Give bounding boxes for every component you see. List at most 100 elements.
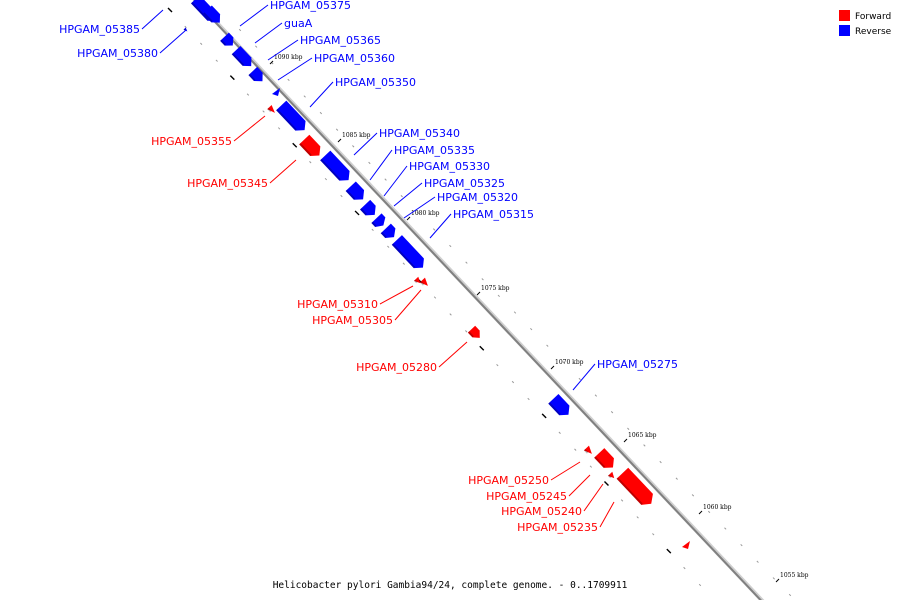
tick-mark <box>476 291 481 296</box>
gene-arrow-shade <box>267 107 272 113</box>
gene-label-hpgam-05355: HPGAM_05355 <box>151 135 232 148</box>
scale-dot-left <box>246 93 250 96</box>
gene-hpgam-05235 <box>616 467 653 505</box>
gene-hpgam-05360 <box>248 66 263 82</box>
gene-hpgam-05250 <box>583 445 592 454</box>
tick-mark <box>337 138 342 143</box>
leader-hpgam-05375 <box>239 4 269 27</box>
scale-dot-right <box>530 327 533 331</box>
scale-dot-left <box>574 448 577 451</box>
gene-hpgam-05245 <box>594 448 614 468</box>
leader-hpgam-05275 <box>572 363 596 391</box>
tick-label: 1055 kbp <box>780 572 809 579</box>
scale-dot-left <box>167 7 173 13</box>
leader-hpgam-05360 <box>277 57 313 81</box>
tick-mark <box>775 578 780 583</box>
genome-caption: Helicobacter pylori Gambia94/24, complet… <box>273 580 628 591</box>
scale-dot-left <box>652 533 655 536</box>
gene-arrow <box>391 235 424 269</box>
gene-label-hpgam-05275: HPGAM_05275 <box>597 358 678 371</box>
tick-mark <box>269 60 274 65</box>
gene-arrow-shade <box>190 1 209 21</box>
gene-hpgam-05330 <box>360 199 376 216</box>
gene-arrow <box>607 471 615 479</box>
scale-dot-left <box>603 481 609 487</box>
gene-arrow-shade <box>419 281 425 286</box>
scale-dot-right <box>368 161 371 165</box>
gene-arrow <box>267 104 275 113</box>
scale-dot-right <box>627 427 630 430</box>
scale-dot-right <box>384 178 387 181</box>
scale-dot-right <box>465 261 468 264</box>
scale-dot-left <box>354 210 360 216</box>
tick-mark <box>406 216 411 221</box>
gene-arrow-shade <box>391 243 416 269</box>
gene-label-hpgam-05360: HPGAM_05360 <box>314 52 395 65</box>
gene-label-hpgam-05305: HPGAM_05305 <box>312 314 393 327</box>
scale-dot-right <box>724 527 727 530</box>
leader-hpgam-05385 <box>141 9 164 30</box>
scale-dot-right <box>659 460 662 464</box>
tick-mark <box>698 510 703 515</box>
gene-arrow <box>276 100 306 131</box>
scale-dot-left <box>200 42 203 45</box>
scale-dot-right <box>416 211 420 214</box>
scale-dot-right <box>449 244 452 248</box>
scale-dot-left <box>449 313 452 316</box>
gene-arrow <box>371 213 386 227</box>
scale-dot-right <box>287 78 290 82</box>
gene-label-hpgam-05365: HPGAM_05365 <box>300 34 381 47</box>
scale-dot-left <box>184 25 187 29</box>
gene-label-hpgam-05335: HPGAM_05335 <box>394 144 475 157</box>
scale-dot-left <box>541 413 547 419</box>
scale-dot-left <box>511 380 515 384</box>
leader-hpgam-05335 <box>369 149 393 181</box>
scale-dot-right <box>335 128 339 131</box>
scale-dot-left <box>262 110 265 113</box>
scale-dot-right <box>303 95 306 98</box>
gene-label-hpgam-05375: HPGAM_05375 <box>270 0 351 12</box>
legend-swatch-reverse <box>839 25 850 36</box>
scale-dot-right <box>352 145 355 148</box>
leader-hpgam-05380 <box>159 29 187 54</box>
scale-dot-right <box>772 577 775 580</box>
scale-dot-left <box>292 142 298 148</box>
tick-mark <box>623 438 628 443</box>
scale-dot-left <box>215 59 218 62</box>
gene-arrow-shade <box>583 449 589 454</box>
gene-arrow-shade <box>616 477 643 505</box>
scale-dot-right <box>497 294 500 298</box>
gene-arrow-shade <box>548 402 561 416</box>
gene-arrow-shade <box>380 231 387 239</box>
gene-hpgam-05340 <box>320 150 350 181</box>
gene-hpgam-05365 <box>231 45 252 67</box>
scale-dot-right <box>756 560 759 563</box>
leader-hpgam-05330 <box>383 165 408 197</box>
scale-dot-right <box>546 344 549 347</box>
gene-hpgam-05355 <box>267 104 275 113</box>
gene-arrow <box>419 277 428 286</box>
scale-dot-right <box>400 195 403 198</box>
scale-dot-left <box>324 177 328 181</box>
gene-hpgam-05345 <box>299 134 321 156</box>
gene-hpgam-05275 <box>548 393 570 416</box>
leader-hpgam-05340 <box>353 132 378 156</box>
gene-label-guaa: guaA <box>284 17 313 30</box>
tick-label: 1085 kbp <box>342 132 371 139</box>
gene-arrow-shade <box>345 189 356 200</box>
gene-arrow <box>231 45 252 67</box>
scale-dot-right <box>238 28 242 32</box>
gene-arrow-shade <box>320 158 341 181</box>
tick-label: 1065 kbp <box>628 432 657 439</box>
gene-hpgam-05305 <box>419 277 428 286</box>
scale-dot-left <box>402 262 405 265</box>
gene-label-hpgam-05280: HPGAM_05280 <box>356 361 437 374</box>
scale-dot-left <box>589 465 593 468</box>
scale-dot-left <box>433 296 437 299</box>
gene-label-hpgam-05380: HPGAM_05380 <box>77 47 158 60</box>
scale-dot-right <box>513 311 517 314</box>
tick-label: 1060 kbp <box>703 504 732 511</box>
scale-dot-right <box>691 494 695 497</box>
gene-hpgam-05320 <box>380 223 396 239</box>
scale-dot-left <box>496 363 499 367</box>
